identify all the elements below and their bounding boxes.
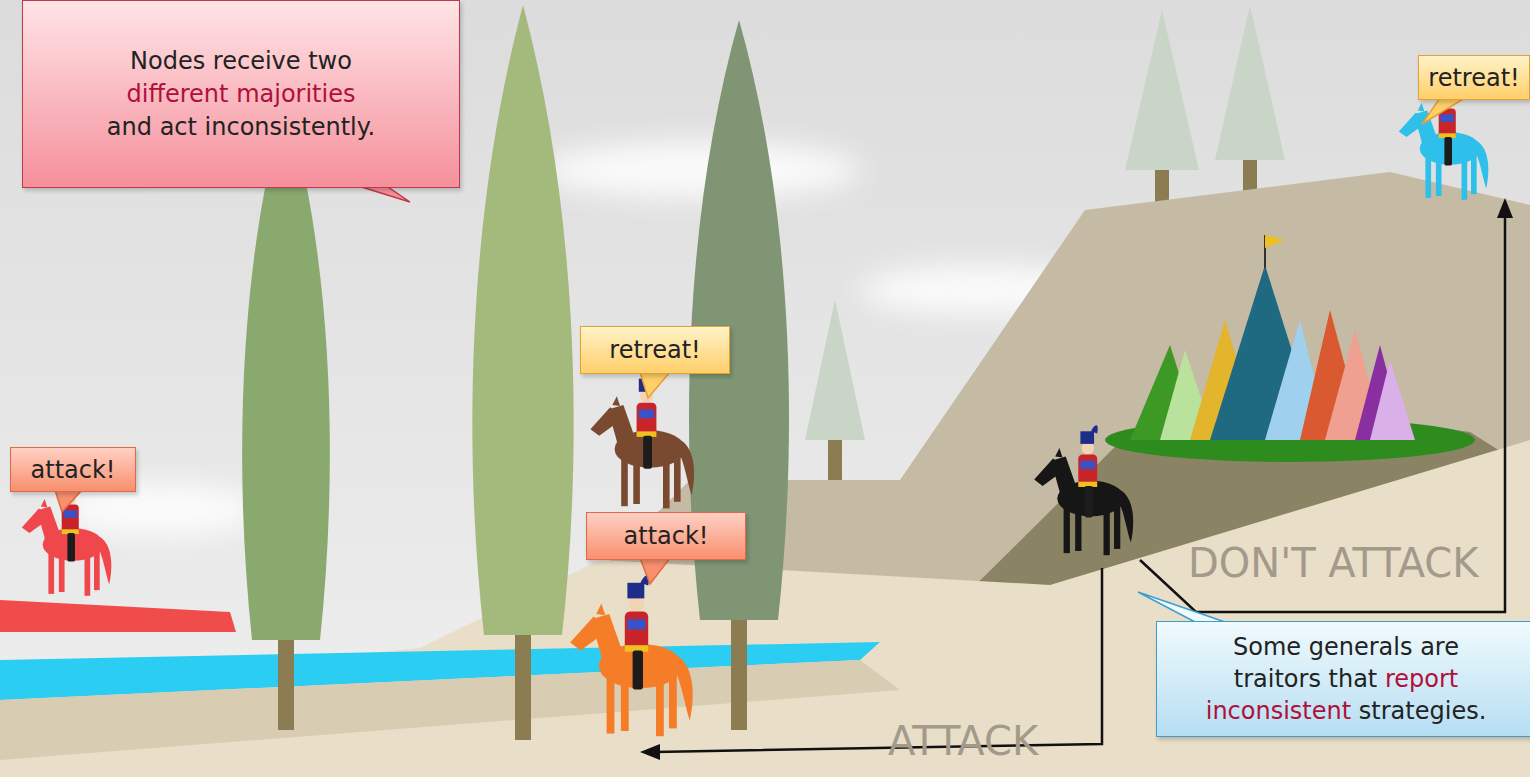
node-text: retreat!	[1428, 63, 1519, 93]
node-text: Nodes receive two different majorities a…	[107, 45, 375, 144]
node-text: retreat!	[609, 335, 700, 365]
callout-box: Some generals are traitors that report i…	[1156, 621, 1530, 737]
strategy-label: DON'T ATTACK	[1188, 540, 1479, 586]
callout-box: Nodes receive two different majorities a…	[22, 0, 460, 188]
red-horse	[22, 478, 112, 596]
bubble-tail	[1422, 98, 1465, 124]
speech-bubble: attack!	[10, 447, 136, 492]
bubble-tail	[640, 372, 670, 398]
river-bank	[0, 660, 900, 760]
speech-bubble: attack!	[586, 512, 746, 560]
node-text: attack!	[31, 455, 116, 485]
node-text: Some generals are traitors that report i…	[1206, 631, 1487, 727]
red-shore	[0, 600, 236, 632]
black-traitor-horse	[1034, 425, 1133, 555]
speech-bubble: retreat!	[1418, 55, 1530, 100]
node-text: attack!	[624, 521, 709, 551]
speech-bubble: retreat!	[580, 326, 730, 374]
camp-tents	[1105, 235, 1475, 462]
arrow-head	[640, 744, 660, 760]
strategy-label: ATTACK	[888, 718, 1038, 764]
bubble-tail	[640, 558, 670, 584]
bubble-tail	[55, 490, 82, 512]
arrow-head	[1497, 198, 1513, 218]
brown-horse	[590, 372, 694, 508]
callout-tail	[1138, 592, 1225, 622]
orange-horse	[570, 575, 693, 736]
